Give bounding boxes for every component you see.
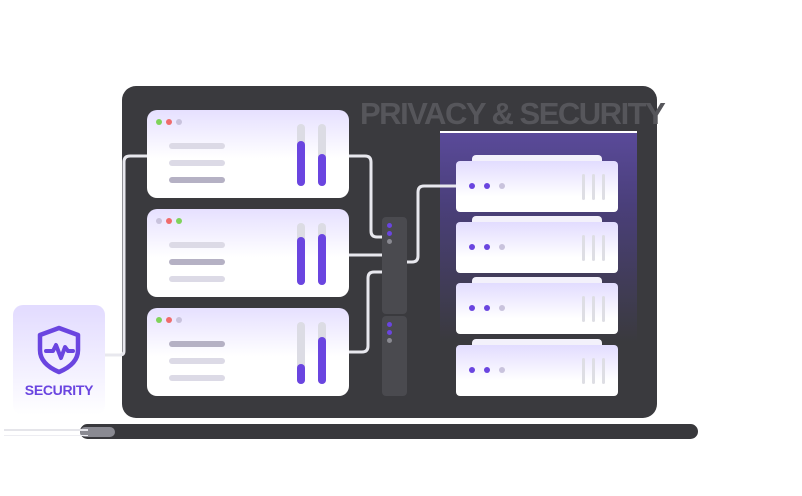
server-light (469, 244, 475, 250)
window-dot (156, 119, 162, 125)
text-line (169, 143, 225, 149)
server-light (484, 305, 490, 311)
window-dot (176, 317, 182, 323)
server-back (472, 155, 602, 163)
server-back (472, 277, 602, 285)
server-vent (582, 235, 585, 261)
text-line (169, 242, 225, 248)
browser-window (147, 110, 349, 198)
server-vent (582, 174, 585, 200)
floor-line (4, 429, 88, 431)
badge-label: SECURITY (24, 382, 94, 398)
meter-fill (318, 154, 326, 186)
laptop-base (80, 424, 698, 439)
server-vent (592, 358, 595, 384)
cable-badge-to-window (103, 154, 149, 357)
server-vent (602, 296, 605, 322)
meter (297, 124, 305, 186)
meter (318, 124, 326, 186)
server-light (469, 367, 475, 373)
laptop-base-notch (80, 427, 115, 437)
meter-fill (297, 141, 305, 186)
text-line (169, 276, 225, 282)
text-line (169, 259, 225, 265)
browser-window (147, 209, 349, 297)
switch-light (387, 231, 392, 236)
meter (318, 322, 326, 384)
text-line (169, 375, 225, 381)
switch-light (387, 239, 392, 244)
server-light (499, 244, 505, 250)
window-dot (156, 218, 162, 224)
window-dot (156, 317, 162, 323)
server-vent (602, 358, 605, 384)
window-dot (166, 119, 172, 125)
server-unit (456, 161, 618, 212)
switch-light (387, 338, 392, 343)
server-light (469, 305, 475, 311)
switch-light (387, 322, 392, 327)
meter-fill (297, 237, 305, 285)
meter (297, 322, 305, 384)
security-badge[interactable]: SECURITY (13, 305, 105, 415)
network-switch (382, 217, 407, 314)
cable-window-1-to-switch (347, 154, 384, 239)
server-light (499, 305, 505, 311)
text-line (169, 358, 225, 364)
window-dot (166, 317, 172, 323)
server-back (472, 216, 602, 224)
server-unit (456, 222, 618, 273)
server-rack-top-edge (440, 131, 637, 133)
server-light (499, 367, 505, 373)
switch-light (387, 223, 392, 228)
switch-light (387, 330, 392, 335)
text-line (169, 160, 225, 166)
server-vent (602, 174, 605, 200)
server-vent (592, 235, 595, 261)
shield-pulse-icon (37, 325, 81, 375)
cable-switch-to-server (405, 184, 458, 264)
text-line (169, 341, 225, 347)
server-light (484, 367, 490, 373)
meter-fill (297, 364, 305, 384)
server-light (469, 183, 475, 189)
window-dot (176, 119, 182, 125)
meter (318, 223, 326, 285)
meter (297, 223, 305, 285)
meter-fill (318, 234, 326, 285)
server-vent (592, 174, 595, 200)
window-dot (166, 218, 172, 224)
server-back (472, 339, 602, 347)
window-dot (176, 218, 182, 224)
floor-line (4, 435, 88, 436)
server-vent (592, 296, 595, 322)
server-light (499, 183, 505, 189)
server-light (484, 183, 490, 189)
page-title: PRIVACY & SECURITY (360, 96, 666, 131)
server-vent (582, 358, 585, 384)
server-vent (582, 296, 585, 322)
server-unit (456, 283, 618, 334)
server-light (484, 244, 490, 250)
network-switch (382, 316, 407, 396)
text-line (169, 177, 225, 183)
meter-fill (318, 337, 326, 384)
cable-window-3-to-switch (347, 270, 384, 354)
server-vent (602, 235, 605, 261)
server-unit (456, 345, 618, 396)
browser-window (147, 308, 349, 396)
